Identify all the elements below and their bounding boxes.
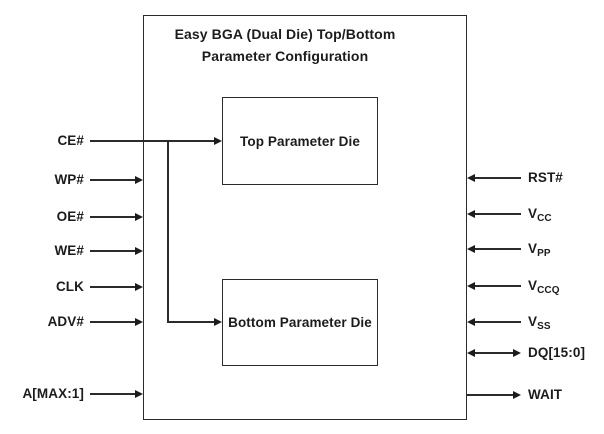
ce-branch-wire-vertical — [167, 140, 169, 323]
signal-label-clk: CLK — [55, 279, 84, 294]
rst-arrowhead-icon — [467, 173, 475, 182]
signal-label-vccq-text: V — [528, 278, 538, 293]
signal-label-vpp-text: V — [528, 241, 538, 256]
top-parameter-die-label: Top Parameter Die — [240, 133, 360, 149]
vccq-wire — [475, 285, 521, 287]
signal-label-vpp: VPP — [528, 239, 602, 259]
signal-label-rst: RST# — [528, 168, 602, 188]
signal-label-vccq: VCCQ — [528, 276, 602, 296]
signal-label-wait: WAIT — [528, 385, 602, 405]
signal-label-vcc: VCC — [528, 204, 602, 224]
vss-wire — [475, 321, 521, 323]
vpp-wire — [475, 248, 521, 250]
signal-label-vss-sub: SS — [537, 321, 551, 332]
ce-branch-arrowhead-icon — [213, 317, 222, 326]
signal-label-vcc-text: V — [528, 206, 538, 221]
oe-arrowhead-icon — [134, 212, 143, 221]
we-wire — [90, 250, 136, 252]
bottom-parameter-die-box: Bottom Parameter Die — [222, 279, 378, 366]
wait-wire — [467, 394, 513, 396]
diagram-title: Easy BGA (Dual Die) Top/Bottom Parameter… — [165, 23, 405, 67]
adv-arrowhead-icon — [134, 317, 143, 326]
signal-label-wp: WP# — [54, 172, 84, 187]
diagram-title-line1: Easy BGA (Dual Die) Top/Bottom — [174, 26, 396, 42]
rst-wire — [475, 177, 521, 179]
dq-arrowhead-left-icon — [467, 348, 475, 357]
wait-arrowhead-icon — [512, 390, 521, 399]
clk-wire — [90, 286, 136, 288]
signal-label-ce: CE# — [57, 133, 84, 148]
top-parameter-die-box: Top Parameter Die — [222, 97, 378, 185]
diagram-title-line2: Parameter Configuration — [201, 48, 369, 64]
wp-wire — [90, 179, 136, 181]
wp-arrowhead-icon — [134, 175, 143, 184]
signal-label-rst-text: RST# — [528, 170, 563, 185]
clk-arrowhead-icon — [134, 282, 143, 291]
vpp-arrowhead-icon — [467, 244, 475, 253]
vcc-arrowhead-icon — [467, 209, 475, 218]
ce-arrowhead-icon — [213, 136, 222, 145]
amax-arrowhead-icon — [134, 389, 143, 398]
oe-wire — [90, 216, 136, 218]
signal-label-we: WE# — [54, 243, 84, 258]
signal-label-wait-text: WAIT — [528, 387, 563, 402]
signal-label-amax: A[MAX:1] — [22, 386, 84, 401]
vccq-arrowhead-icon — [467, 281, 475, 290]
dq-wire — [475, 352, 513, 354]
signal-label-vccq-sub: CCQ — [537, 285, 560, 296]
we-arrowhead-icon — [134, 246, 143, 255]
amax-wire — [90, 393, 136, 395]
vcc-wire — [475, 213, 521, 215]
bottom-parameter-die-label: Bottom Parameter Die — [228, 315, 372, 330]
adv-wire — [90, 321, 136, 323]
signal-label-vpp-sub: PP — [537, 248, 551, 259]
signal-label-vss: VSS — [528, 312, 602, 332]
signal-label-adv: ADV# — [47, 314, 84, 329]
signal-label-dq: DQ[15:0] — [528, 343, 602, 363]
signal-label-vss-text: V — [528, 314, 538, 329]
dq-arrowhead-right-icon — [512, 348, 521, 357]
signal-label-oe: OE# — [56, 209, 84, 224]
signal-label-vcc-sub: CC — [537, 213, 552, 224]
vss-arrowhead-icon — [467, 317, 475, 326]
ce-branch-wire-horizontal — [167, 321, 216, 323]
signal-label-dq-text: DQ[15:0] — [528, 345, 586, 360]
ce-wire — [90, 140, 215, 142]
